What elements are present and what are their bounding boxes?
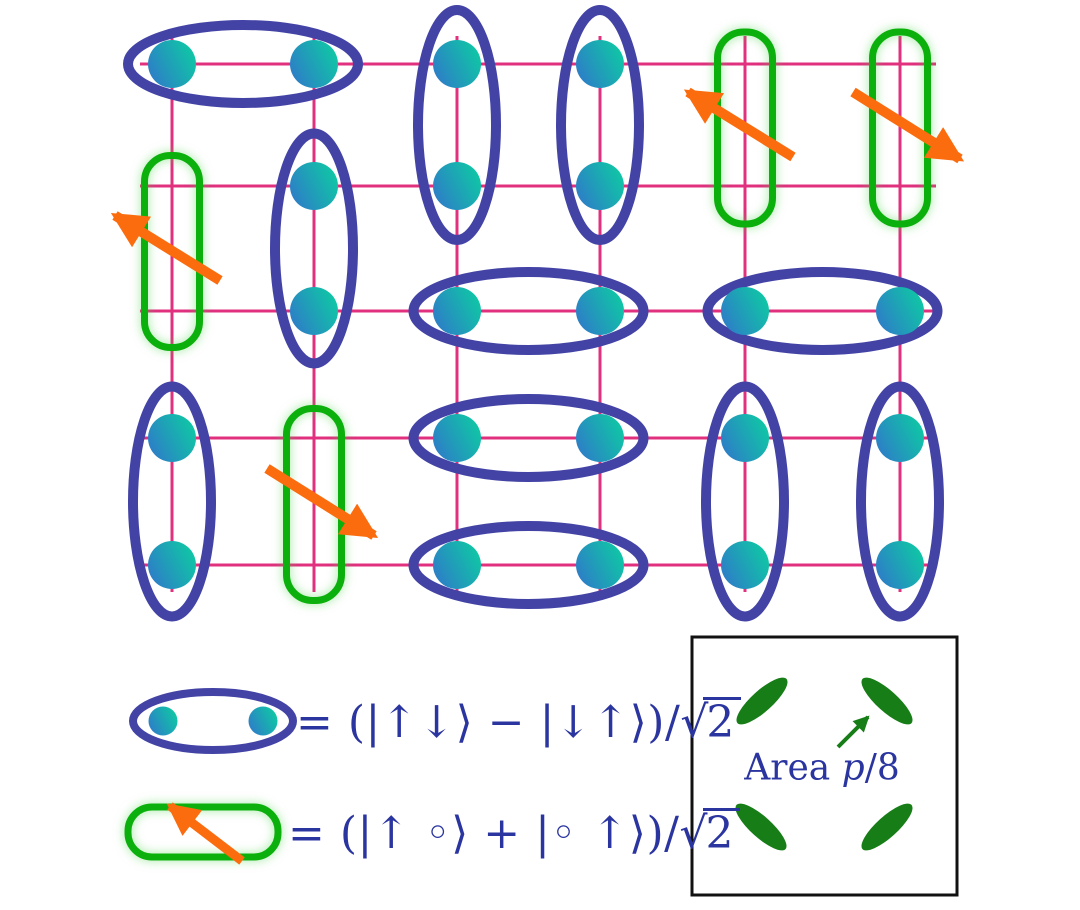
singlet-dimers	[123, 5, 944, 622]
hole-pair-equation: = (|↑ ◦⟩ + |◦ ↑⟩)/√2	[288, 808, 740, 856]
singlet-dimer-ellipse	[128, 381, 216, 622]
site-dot	[433, 414, 481, 462]
hole-pair-box	[141, 152, 203, 351]
singlet-dimer-ellipse	[856, 381, 944, 622]
site-dot	[433, 162, 481, 210]
sqrt-radicand: 2	[702, 808, 740, 856]
site-dot	[876, 541, 924, 589]
hole-pair-box	[714, 28, 776, 228]
site-dot	[433, 541, 481, 589]
site-dot	[576, 40, 624, 88]
pocket-arrow	[836, 715, 870, 749]
site-dot	[576, 287, 624, 335]
legend-singlet-ellipse	[129, 688, 297, 754]
site-dot	[721, 414, 769, 462]
site-dot	[721, 287, 769, 335]
hole-pocket	[861, 677, 913, 725]
site-dot	[876, 414, 924, 462]
inset-figure	[690, 635, 959, 897]
site-dot	[433, 287, 481, 335]
lattice-grid	[140, 36, 936, 592]
site-dot	[721, 541, 769, 589]
singlet-dimer-ellipse	[270, 128, 358, 369]
singlet-dimer-ellipse	[408, 394, 649, 482]
singlet-dimer-ellipse	[123, 20, 363, 108]
site-dot	[433, 40, 481, 88]
hole-pair-spin-arrow	[264, 464, 379, 540]
area-label-p: p	[841, 747, 865, 789]
legend-symbols	[124, 688, 297, 865]
hole-pair-spin-arrow	[683, 87, 796, 162]
area-label-prefix: Area	[744, 747, 842, 789]
site-dot	[576, 162, 624, 210]
site-dot	[576, 414, 624, 462]
singlet-dimer-ellipse	[413, 5, 501, 245]
legend-site-dot	[248, 706, 278, 736]
singlet-dimer-ellipse	[408, 521, 649, 609]
hole-pair-equation-body: = (|↑ ◦⟩ + |◦ ↑⟩)/	[288, 808, 680, 859]
site-dot	[290, 40, 338, 88]
hole-pair-spin-arrow	[850, 87, 965, 164]
hole-pair-dimers	[110, 28, 965, 604]
inset-box	[690, 635, 959, 897]
sqrt-sign: √	[679, 808, 708, 859]
legend-site-dot	[148, 706, 178, 736]
site-dot	[290, 162, 338, 210]
sqrt-radicand: 2	[703, 697, 741, 745]
site-dot	[148, 40, 196, 88]
area-label-suffix: /8	[864, 747, 900, 789]
legend-spin-arrow	[166, 802, 245, 865]
site-dot	[576, 541, 624, 589]
singlet-equation-body: = (|↑↓⟩ − |↓↑⟩)/	[296, 697, 681, 748]
singlet-dimer-ellipse	[556, 5, 644, 245]
singlet-equation: = (|↑↓⟩ − |↓↑⟩)/√2	[296, 697, 741, 745]
singlet-dimer-ellipse	[408, 267, 649, 355]
hole-pocket	[736, 677, 788, 725]
site-dot	[290, 287, 338, 335]
sqrt-sign: √	[680, 697, 709, 748]
hole-pocket	[861, 803, 913, 851]
site-dot	[148, 541, 196, 589]
singlet-dimer-ellipse	[702, 267, 943, 355]
site-dot	[876, 287, 924, 335]
site-dot	[148, 414, 196, 462]
legend-hole-pair-box	[124, 803, 282, 861]
hole-pair-spin-arrow	[110, 211, 223, 285]
singlet-dimer-ellipse	[701, 381, 789, 622]
pocket-area-label: Area p/8	[744, 748, 900, 789]
hole-pocket	[735, 803, 787, 851]
